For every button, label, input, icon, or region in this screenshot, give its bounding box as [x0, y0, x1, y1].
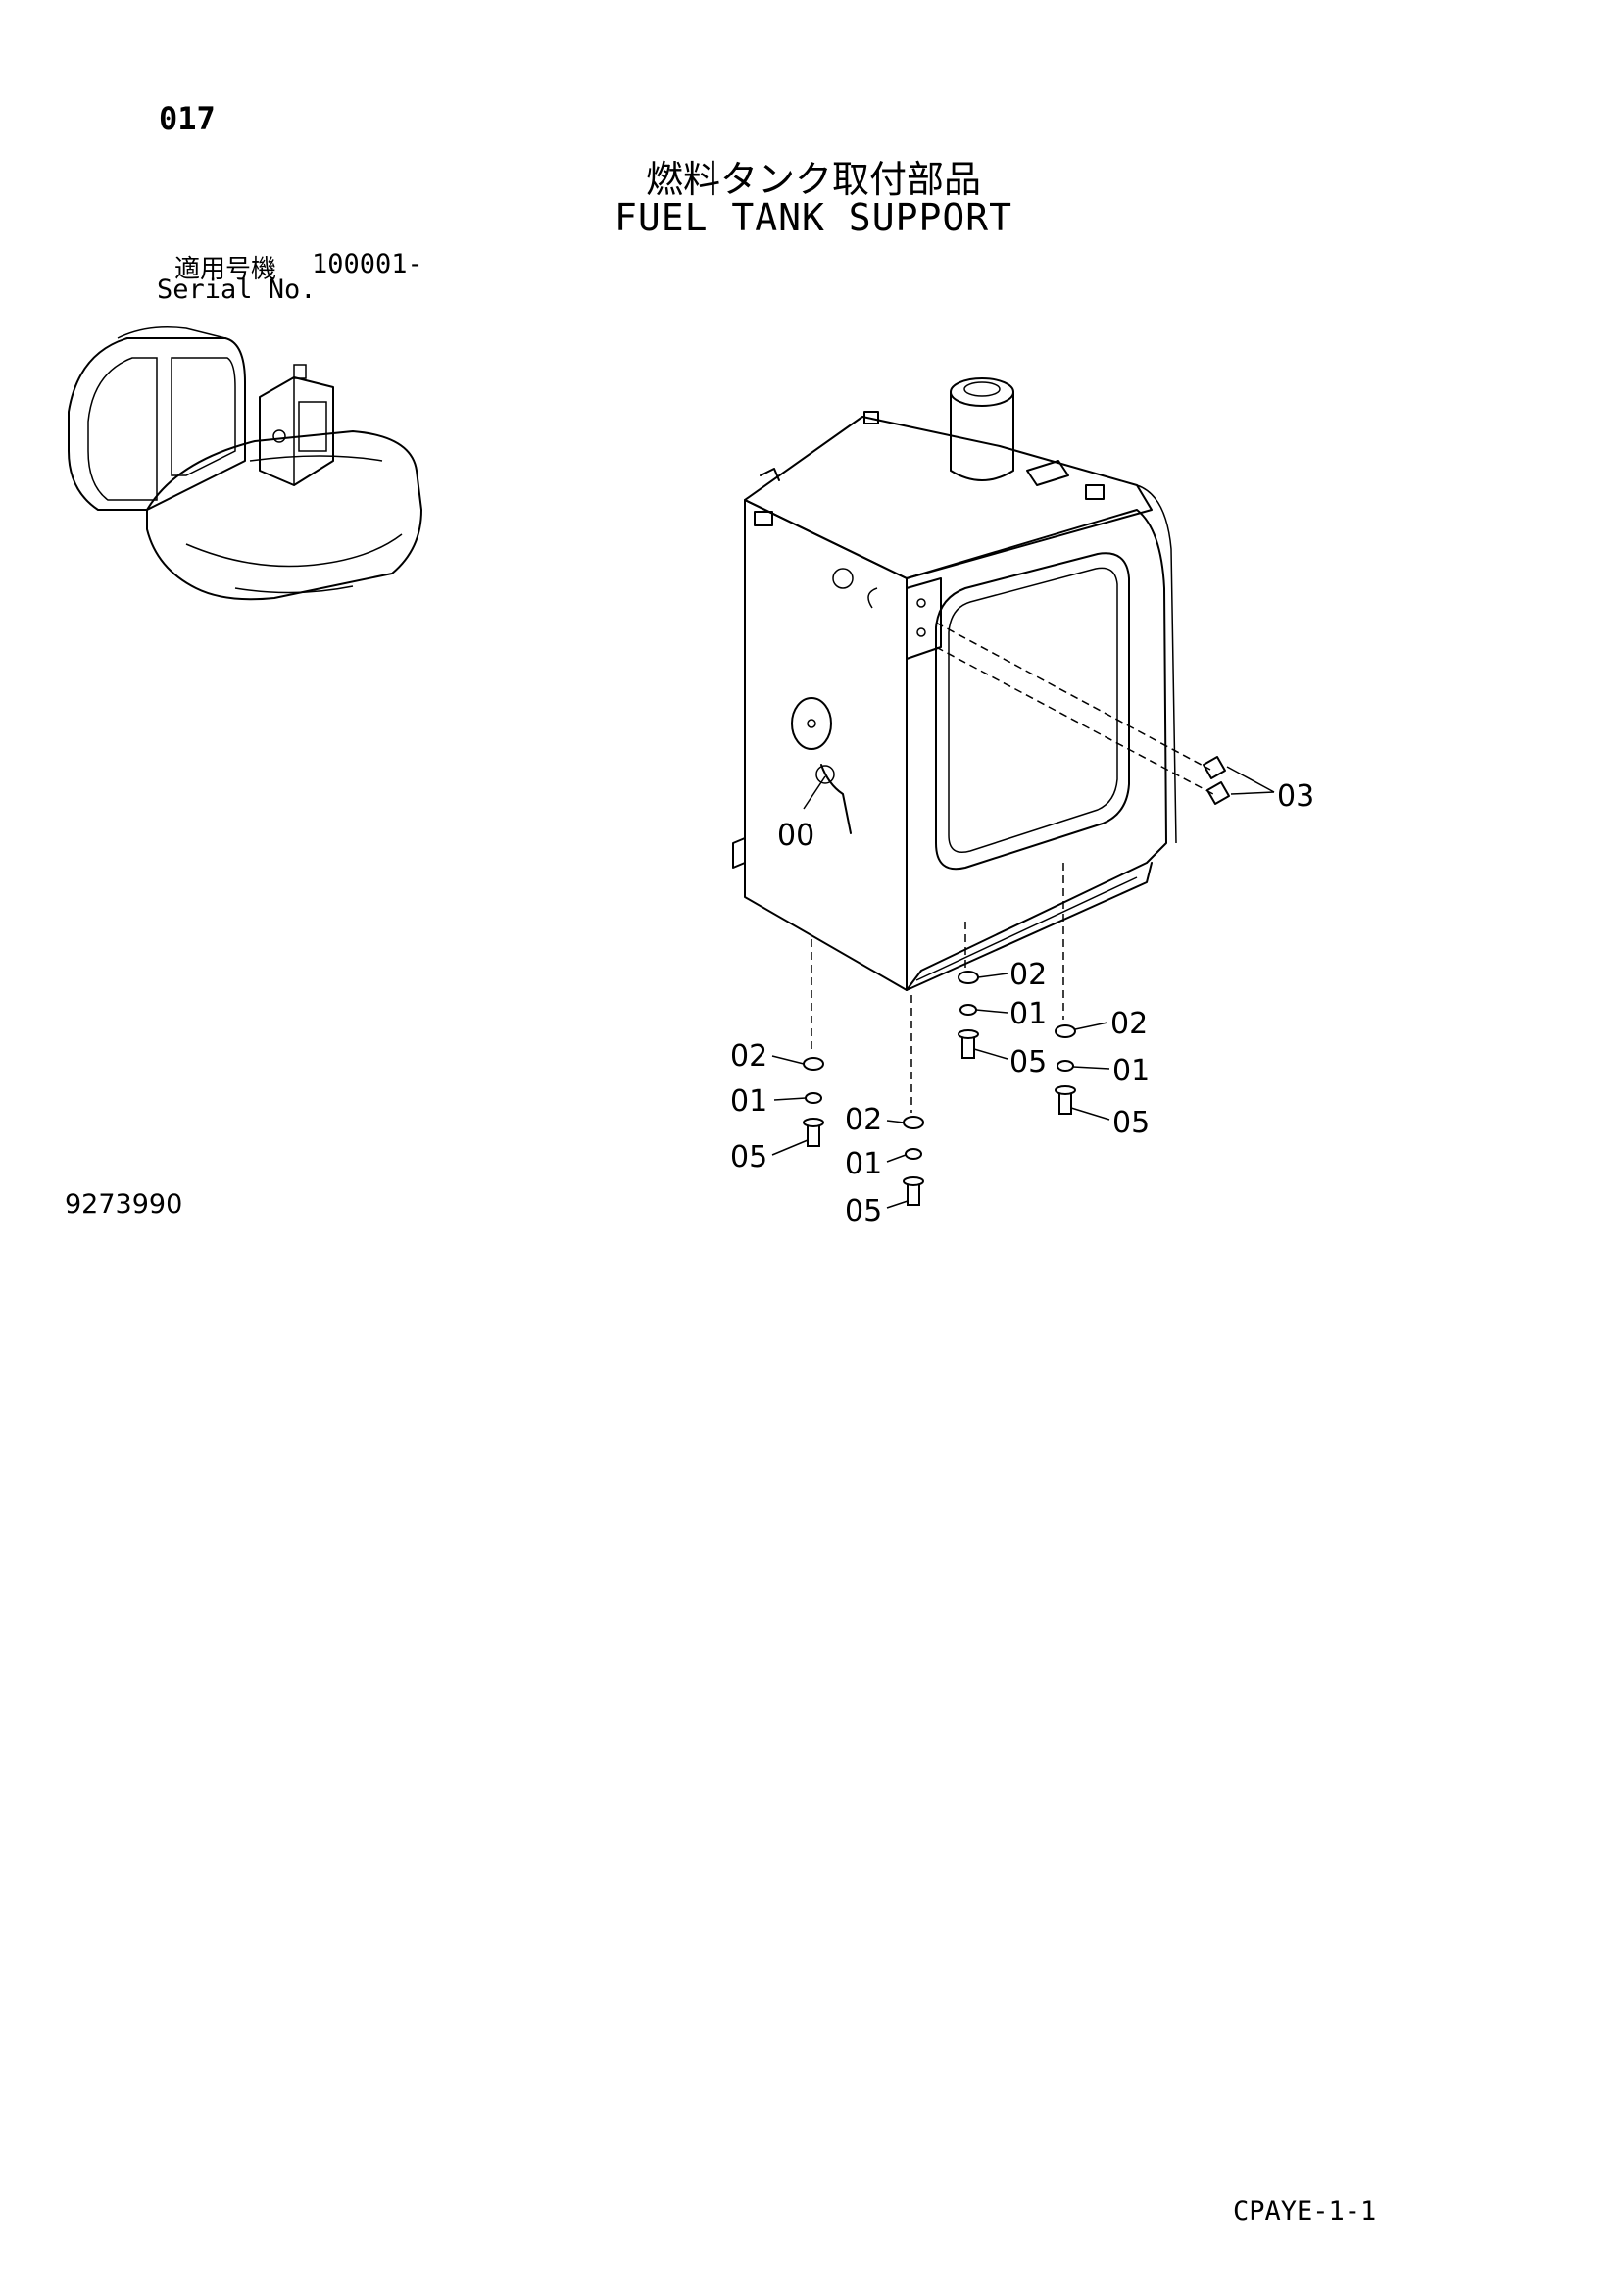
title-japanese: 燃料タンク取付部品	[645, 158, 981, 201]
callout-02-left: 02	[730, 1039, 768, 1073]
callout-05-right: 05	[1112, 1106, 1151, 1140]
bolt-03-set	[935, 622, 1275, 805]
callout-02-center-right: 02	[1009, 958, 1048, 992]
callout-02-right: 02	[1110, 1007, 1149, 1041]
fuel-tank-illustration	[732, 377, 1177, 991]
mount-set-center-right	[958, 971, 1008, 1060]
callout-01-left: 01	[730, 1084, 768, 1119]
mount-leader-lines	[811, 863, 1064, 1113]
serial-range: 100001-	[312, 249, 423, 279]
callout-01-right: 01	[1112, 1054, 1151, 1088]
leader-00	[803, 775, 826, 810]
callout-02-center: 02	[845, 1103, 883, 1137]
callout-01-center: 01	[845, 1147, 883, 1181]
callout-00: 00	[777, 819, 815, 853]
mount-set-right	[1055, 1022, 1110, 1121]
title-english: FUEL TANK SUPPORT	[615, 196, 1012, 239]
sheet-code: CPAYE-1-1	[1233, 2196, 1377, 2226]
drawing-number: 9273990	[65, 1189, 183, 1220]
callout-05-center: 05	[845, 1194, 883, 1228]
serial-label-english: Serial No.	[157, 275, 317, 305]
serial-label-japanese: 適用号機	[174, 255, 277, 284]
excavator-body-illustration	[68, 326, 422, 601]
callout-03: 03	[1277, 779, 1315, 814]
callout-05-left: 05	[730, 1140, 768, 1174]
mount-set-left	[771, 1055, 824, 1156]
callout-05-center-right: 05	[1009, 1045, 1048, 1079]
mount-set-center	[886, 1116, 924, 1209]
callout-01-center-right: 01	[1009, 997, 1048, 1031]
page-number: 017	[159, 100, 216, 137]
